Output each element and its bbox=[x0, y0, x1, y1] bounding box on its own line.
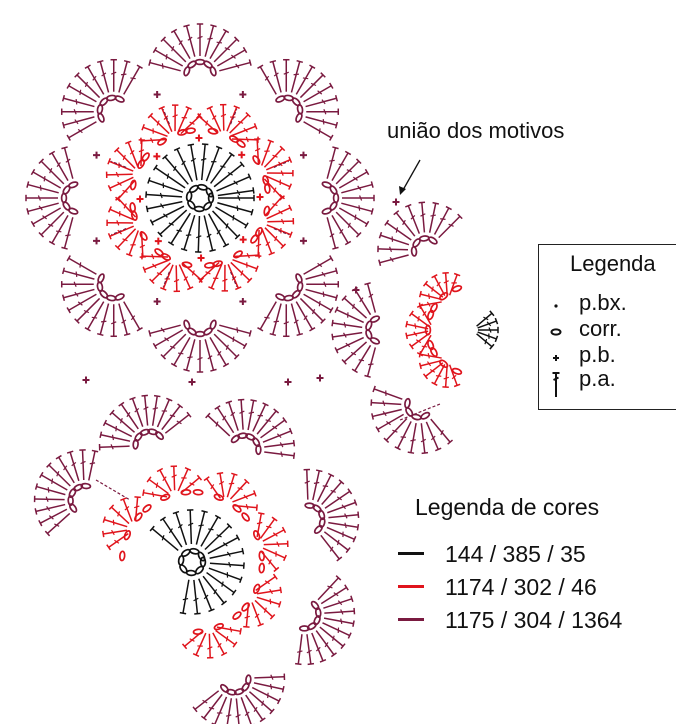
slip-stitch-dot-icon bbox=[554, 304, 558, 308]
color-label-black: 144 / 385 / 35 bbox=[445, 541, 586, 567]
double-crochet-post-icon bbox=[552, 372, 560, 397]
join-label: união dos motivos bbox=[387, 118, 565, 143]
joining-stitches bbox=[82, 198, 400, 386]
single-crochet-cross-icon bbox=[553, 355, 559, 361]
flower-motif-right bbox=[331, 201, 499, 455]
join-pointer-arrow bbox=[402, 159, 421, 191]
color-label-wine: 1175 / 304 / 1364 bbox=[445, 607, 623, 633]
flower-motif-large bbox=[25, 23, 375, 373]
symbol-legend: Legenda p.bx. corr. p.b. p.a. bbox=[538, 244, 676, 410]
legend-label-single-crochet: p.b. bbox=[579, 342, 616, 367]
legend-label-slip-stitch: p.bx. bbox=[579, 290, 627, 315]
color-swatch-wine bbox=[398, 618, 424, 621]
legend-label-chain: corr. bbox=[579, 316, 622, 341]
legend-label-double-crochet: p.a. bbox=[579, 366, 616, 391]
chain-oval-icon bbox=[550, 328, 562, 336]
join-pointer-arrowhead bbox=[399, 186, 406, 195]
color-swatch-black bbox=[398, 552, 424, 555]
color-swatch-red bbox=[398, 585, 424, 588]
color-legend-title: Legenda de cores bbox=[415, 494, 600, 520]
flower-motif-bottom bbox=[33, 394, 360, 724]
symbol-legend-title: Legenda bbox=[570, 251, 656, 276]
color-label-red: 1174 / 302 / 46 bbox=[445, 574, 597, 600]
